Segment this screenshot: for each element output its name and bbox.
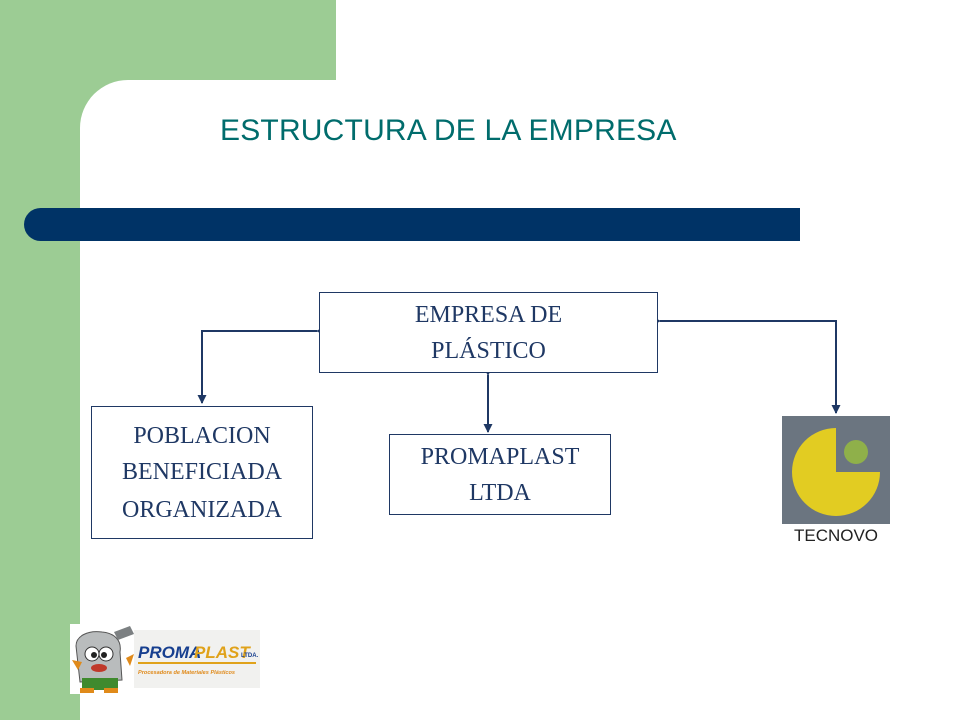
node-poblacion-line1: POBLACION — [133, 422, 271, 449]
svg-text:PROMA: PROMA — [138, 643, 201, 662]
node-empresa-line1: EMPRESA DE — [414, 301, 563, 328]
title-divider-bar — [24, 208, 800, 241]
svg-text:Procesadora de Materiales Plás: Procesadora de Materiales Plásticos — [138, 670, 235, 676]
svg-text:PLAST: PLAST — [194, 643, 251, 662]
node-empresa-de-plastico: EMPRESA DE PLÁSTICO — [319, 292, 658, 373]
svg-text:LTDA.: LTDA. — [241, 653, 259, 659]
slide-title: ESTRUCTURA DE LA EMPRESA — [220, 114, 677, 147]
node-promaplast-line1: PROMAPLAST — [420, 443, 580, 470]
node-poblacion-line3: ORGANIZADA — [122, 496, 282, 523]
node-poblacion-line2: BENEFICIADA — [122, 458, 282, 485]
svg-text:TECNOVO: TECNOVO — [794, 526, 878, 544]
node-promaplast-ltda: PROMAPLAST LTDA — [389, 434, 611, 515]
promaplast-logo: PROMA PLAST LTDA. Procesadora de Materia… — [70, 624, 260, 694]
arrow-empresa-poblacion — [197, 326, 325, 404]
mascot-icon — [72, 626, 134, 693]
tecnovo-logo: TECNOVO — [782, 416, 890, 544]
node-promaplast-line2: LTDA — [469, 479, 531, 506]
node-empresa-line2: PLÁSTICO — [431, 337, 546, 364]
arrow-empresa-tecnovo — [652, 316, 841, 414]
node-poblacion-beneficiada: POBLACION BENEFICIADA ORGANIZADA — [91, 406, 313, 539]
